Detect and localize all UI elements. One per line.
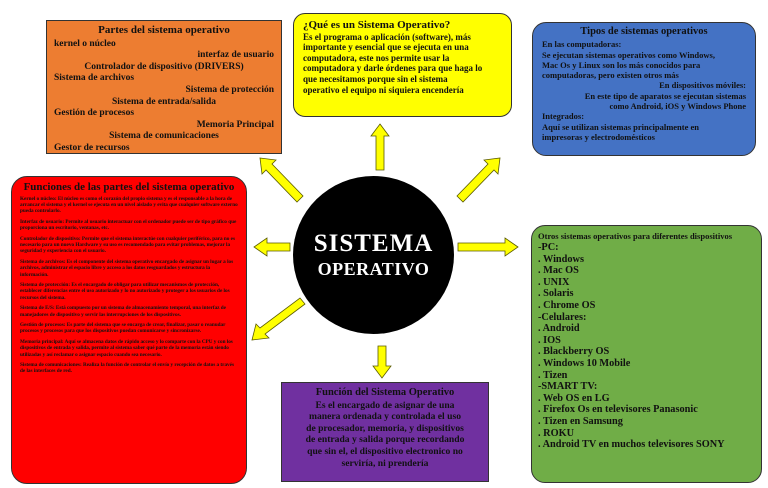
types-list: En las computadoras:Se ejecutan sistemas… [542, 39, 746, 142]
definition-line: computadora, este nos permite usar la [303, 52, 450, 63]
arrow-down [372, 345, 392, 379]
os-function-line: serviría, ni prendería [341, 457, 429, 469]
central-title-line1: SISTEMA [313, 230, 434, 257]
types-item: Se ejecutan sistemas operativos como Win… [542, 49, 715, 60]
arrow-upper-right [456, 157, 501, 203]
definition-text: Es el programa o aplicación (software), … [303, 32, 502, 96]
types-item: computadoras, pero existen otros más [542, 70, 679, 81]
other-os-item: . Solaris [538, 288, 574, 300]
os-function-box: Función del Sistema Operativo Es el enca… [281, 382, 489, 482]
parts-item: Controlador de dispositivo (DRIVERS) [84, 61, 244, 72]
parts-item: Gestión de procesos [54, 108, 135, 119]
function-paragraph: Interfaz de usuario: Permite al usuario … [20, 219, 237, 232]
other-os-item: . Chrome OS [538, 299, 596, 311]
function-paragraph: Controlador de dispositivo: Permite que … [20, 236, 235, 255]
parts-item: Sistema de archivos [54, 73, 135, 84]
functions-box: Funciones de las partes del sistema oper… [11, 176, 247, 484]
parts-item: Sistema de protección [185, 84, 274, 95]
function-paragraph: Memoria principal: Aquí se almacena dato… [20, 339, 233, 358]
definition-line: que necesitamos porque sin el sistema [303, 73, 448, 84]
definition-line: importante y esencial que se ejecuta en … [303, 42, 469, 53]
arrow-lower-left [251, 297, 306, 341]
functions-title: Funciones de las partes del sistema oper… [23, 181, 235, 193]
parts-item: interfaz de usuario [197, 50, 274, 61]
other-os-box: Otros sistemas operativos para diferente… [531, 225, 762, 483]
parts-title: Partes del sistema operativo [98, 24, 230, 36]
os-function-line: que sin el, el dispositivo electronico n… [307, 445, 463, 457]
os-function-title: Función del Sistema Operativo [315, 387, 455, 398]
types-item: En las computadoras: [542, 39, 622, 50]
function-paragraph: Sistema de comunicaciones: Realiza la fu… [20, 362, 234, 375]
other-os-item: . IOS [538, 334, 561, 346]
os-function-line: Es el encargado de asignar de una [315, 399, 455, 411]
os-function-line: de entrada y salida porque recordando [305, 434, 465, 446]
other-os-item: . Tizen [538, 369, 568, 381]
types-box: Tipos de sistemas operativos En las comp… [532, 22, 756, 156]
other-os-item: -PC: [538, 242, 559, 253]
definition-line: Es el programa o aplicación (software), … [303, 31, 471, 42]
parts-item: Sistema de comunicaciones [109, 131, 219, 142]
other-os-list: Otros sistemas operativos para diferente… [538, 231, 755, 451]
types-item: En este tipo de aparatos se ejecutan sis… [584, 90, 746, 101]
other-os-item: . Windows [538, 253, 584, 265]
central-topic-circle: SISTEMA OPERATIVO [293, 176, 454, 334]
parts-item: Memoria Principal [196, 119, 274, 130]
other-os-item: . ROKU [538, 427, 575, 439]
types-item: como Android, iOS y Windows Phone [609, 101, 746, 112]
function-paragraph: Sistema de E/S: Está compuesto por un si… [20, 305, 226, 318]
other-os-item: . Mac OS [538, 265, 579, 277]
arrow-up [370, 123, 390, 171]
types-title: Tipos de sistemas operativos [580, 26, 708, 37]
os-function-line: de procesador, memoria, y dispositivos [306, 422, 464, 434]
arrow-left [253, 237, 291, 257]
functions-list: Kernel o núcleo: El núcleo es como el co… [20, 196, 238, 375]
other-os-item: . Android [538, 323, 580, 335]
parts-box: Partes del sistema operativo kernel o nú… [46, 20, 282, 154]
arrow-right [457, 237, 519, 257]
function-paragraph: Sistema de protección: Es el encargado d… [20, 282, 230, 301]
central-title-line2: OPERATIVO [317, 259, 430, 279]
parts-item: kernel o núcleo [54, 38, 116, 49]
types-item: Mac Os y Linux son los más conocidos par… [542, 59, 701, 70]
function-paragraph: Sistema de archivos: Es el componente de… [20, 259, 234, 278]
other-os-item: -SMART TV: [538, 381, 598, 393]
definition-line: operativo el equipo ni siquiera encender… [303, 84, 464, 95]
other-os-item: . Blackberry OS [538, 346, 610, 358]
definition-box: ¿Qué es un Sistema Operativo? Es el prog… [293, 13, 512, 117]
other-os-item: . Windows 10 Mobile [538, 357, 631, 369]
definition-title: ¿Qué es un Sistema Operativo? [303, 19, 451, 31]
parts-item: Sistema de entrada/salida [112, 96, 216, 107]
types-item: Aquí se utilizan sistemas principalmente… [542, 121, 700, 132]
arrow-upper-left [259, 157, 304, 203]
function-paragraph: Gestión de procesos: Es parte del sistem… [20, 322, 226, 335]
function-paragraph: Kernel o núcleo: El núcleo es como el co… [20, 196, 238, 215]
other-os-heading: Otros sistemas operativos para diferente… [538, 231, 733, 241]
types-item: En dispositivos móviles: [659, 80, 746, 91]
os-function-line: manera ordenada y controlada el uso [309, 411, 461, 423]
other-os-item: . Android TV en muchos televisores SONY [538, 439, 725, 451]
types-item: Integrados: [542, 111, 585, 122]
other-os-item: . Tizen en Samsung [538, 415, 623, 427]
other-os-item: . UNIX [538, 276, 570, 288]
other-os-item: . Firefox Os en televisores Panasonic [538, 404, 698, 416]
other-os-item: . Web OS en LG [538, 392, 610, 404]
types-item: impresoras y electrodomésticos [542, 131, 655, 142]
other-os-item: -Celulares: [538, 311, 587, 323]
parts-item: Gestor de recursos [54, 142, 130, 153]
definition-line: computadora y darle órdenes para que hag… [303, 63, 483, 74]
